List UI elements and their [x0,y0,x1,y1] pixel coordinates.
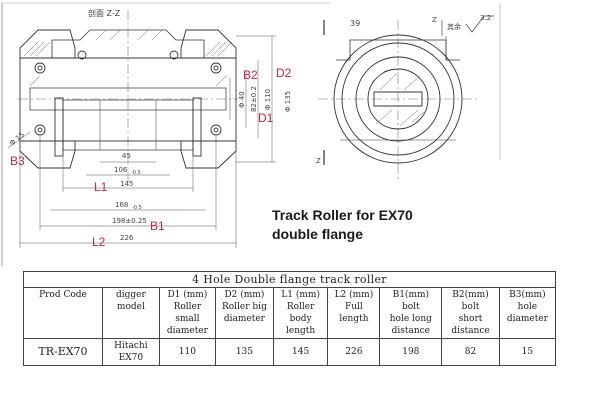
dim-168-tol: -0.5 [132,205,142,211]
dim-45: 45 [122,152,131,160]
table-cell: TR-EX70 [23,338,103,366]
dim-168: 168 [115,201,128,209]
dim-39: 39 [350,19,360,28]
roughness-value: 3.2 [480,14,491,22]
dim-106: 106 [114,166,128,174]
dim-135: Φ 135 [284,91,292,112]
section-marker-bottom: Z [316,157,321,165]
marker-d1: D1 [258,111,274,125]
marker-b3: B3 [10,154,25,168]
dim-15: Φ 15 [8,131,26,148]
marker-l2: L2 [92,235,106,249]
dim-106-tol: -0.5 [131,170,141,176]
section-marker-top: Z [432,16,437,24]
table-cell: 82 [441,338,500,366]
marker-b2: B2 [243,68,258,82]
marker-l1: L1 [94,180,108,194]
table-cell: 226 [327,338,381,366]
table-title: 4 Hole Double flange track roller [23,271,556,288]
dim-226: 226 [120,234,134,242]
table-cell: 145 [272,338,329,366]
marker-b1: B1 [150,219,165,233]
dim-145: 145 [120,180,133,188]
dim-198: 198±0.25 [112,217,147,225]
table-title-row: 4 Hole Double flange track roller [23,271,556,288]
table-cell: 135 [214,338,274,366]
caption-line-2: double flange [272,226,363,242]
dim-40: Φ 40 [238,91,246,108]
marker-d2: D2 [276,66,292,80]
section-label: 剖面 Z-Z [88,8,121,18]
end-view [318,20,480,180]
spec-table: 4 Hole Double flange track roller Prod C… [23,271,557,366]
dim-110: Φ 110 [264,89,272,110]
caption-line-1: Track Roller for EX70 [272,207,413,223]
dim-82: 82±0.2 [250,86,258,112]
table-cell: 198 [379,338,443,366]
table-header-cell: Prod Code [23,287,103,339]
drawing-caption: Track Roller for EX70 double flange [272,206,413,244]
side-section-view [7,10,276,248]
roughness-symbol-icon [465,15,494,33]
table-cell: 110 [158,338,216,366]
surface-note: 其余 [447,22,461,31]
technical-drawing: 剖面 Z-Z [1,2,501,266]
table-cell: 15 [498,338,557,366]
